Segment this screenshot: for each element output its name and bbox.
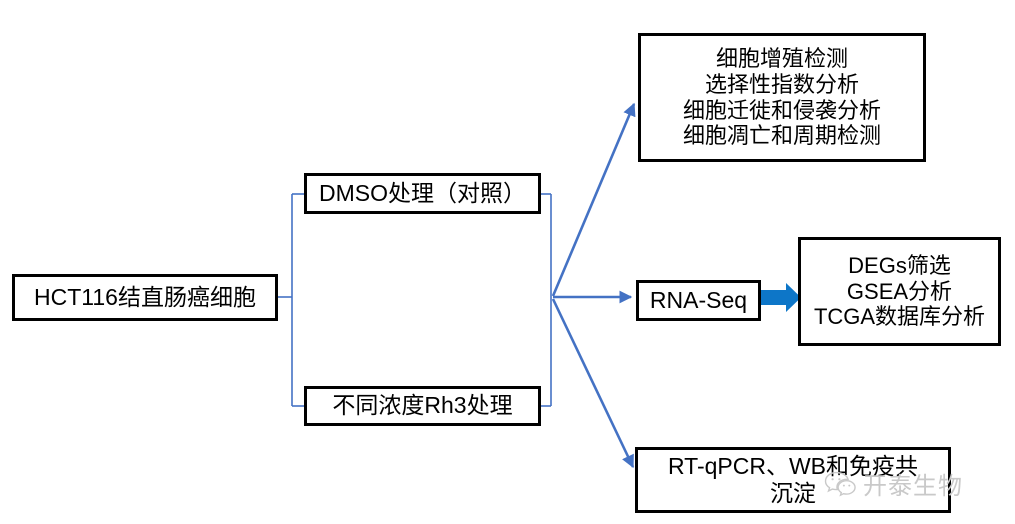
node-rna-seq[interactable]: RNA-Seq <box>636 280 761 321</box>
assay-line-apoptosis-cellcycle: 细胞凋亡和周期检测 <box>682 123 881 149</box>
assay-line-selectivity-index: 选择性指数分析 <box>704 71 859 97</box>
bioinformatics-line-tcga: TCGA数据库分析 <box>813 304 986 330</box>
bioinformatics-line-gsea: GSEA分析 <box>846 278 953 304</box>
validation-line-1: RT-qPCR、WB和免疫共 <box>667 452 919 479</box>
block-arrow-rnaseq-to-bioinformatics <box>759 283 801 312</box>
dmso-control-label: DMSO处理（对照） <box>319 179 526 206</box>
arrow-to-validation <box>551 298 635 469</box>
node-bioinformatics-analysis[interactable]: DEGs筛选 GSEA分析 TCGA数据库分析 <box>798 237 1001 346</box>
assay-line-proliferation: 细胞增殖检测 <box>715 45 848 71</box>
cell-line-label: HCT116结直肠癌细胞 <box>34 283 256 310</box>
bioinformatics-line-degs: DEGs筛选 <box>848 252 951 278</box>
node-molecular-validation[interactable]: RT-qPCR、WB和免疫共 沉淀 <box>635 447 951 513</box>
validation-line-2: 沉淀 <box>770 480 816 506</box>
node-phenotype-assays[interactable]: 细胞增殖检测 选择性指数分析 细胞迁徙和侵袭分析 细胞凋亡和周期检测 <box>638 33 926 162</box>
node-cell-line[interactable]: HCT116结直肠癌细胞 <box>12 274 278 321</box>
rna-seq-label: RNA-Seq <box>649 286 748 313</box>
assay-line-migration-invasion: 细胞迁徙和侵袭分析 <box>682 97 881 123</box>
arrow-to-assays <box>551 102 636 297</box>
rh3-treatment-label: 不同浓度Rh3处理 <box>332 392 513 419</box>
node-rh3-treatment[interactable]: 不同浓度Rh3处理 <box>304 386 541 426</box>
node-dmso-control[interactable]: DMSO处理（对照） <box>304 173 541 214</box>
